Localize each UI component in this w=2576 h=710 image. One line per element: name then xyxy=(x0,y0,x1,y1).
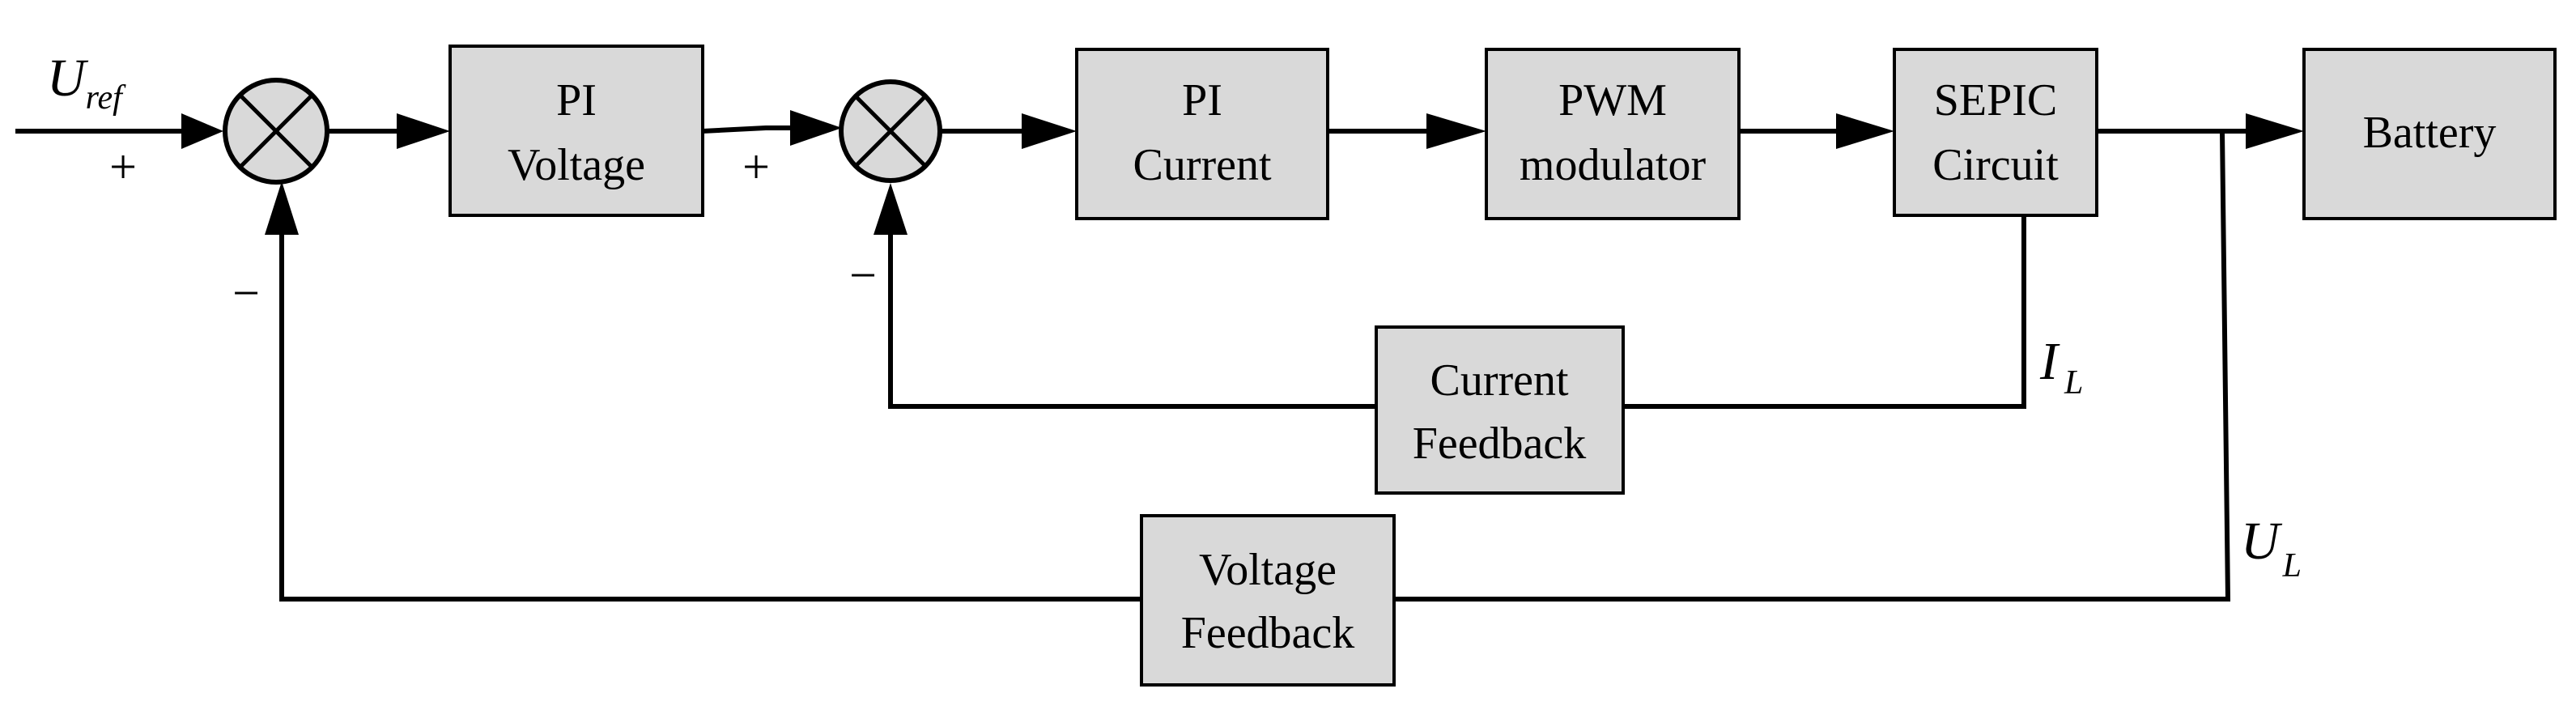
sepic-line2: Circuit xyxy=(1932,140,2059,190)
arrowhead-into-pwm xyxy=(1426,113,1486,149)
inner-plus-sign: + xyxy=(742,140,770,193)
sepic-line1: SEPIC xyxy=(1934,75,2058,125)
summing-junction-inner xyxy=(839,79,942,183)
pi-voltage-line1: PI xyxy=(556,75,597,125)
current-feedback-loop-wire xyxy=(1621,213,2026,409)
u-l-sub: L xyxy=(2282,547,2302,585)
current-feedback-return-wire xyxy=(888,232,1379,409)
battery-block: Battery xyxy=(2302,48,2557,220)
arrowhead-into-sepic xyxy=(1836,113,1894,149)
arrowhead-into-pi-current xyxy=(1022,113,1077,149)
current-feedback-block: Current Feedback xyxy=(1375,325,1625,495)
arrowhead-into-pi-voltage xyxy=(397,113,450,149)
i-l-main: I xyxy=(2039,332,2060,391)
outer-plus-sign: + xyxy=(109,140,137,193)
battery-label: Battery xyxy=(2363,108,2497,158)
voltage-feedback-loop-wire xyxy=(1392,128,2231,602)
sepic-circuit-block: SEPIC Circuit xyxy=(1893,48,2098,217)
u-ref-main: U xyxy=(47,49,89,108)
pi-current-block: PI Current xyxy=(1075,48,1329,220)
pi-voltage-line2: Voltage xyxy=(508,140,645,190)
arrowhead-voltage-feedback-into-sum1 xyxy=(265,181,299,235)
arrowhead-into-sum2 xyxy=(790,110,842,146)
summing-junction-outer xyxy=(223,78,329,185)
arrowhead-current-feedback-into-sum2 xyxy=(874,183,908,235)
pi-voltage-to-sum2-wire xyxy=(699,125,800,134)
outer-minus-sign: − xyxy=(232,266,260,320)
voltage-feedback-line1: Voltage xyxy=(1199,545,1337,595)
voltage-feedback-return-wire xyxy=(279,232,1144,602)
current-feedback-line1: Current xyxy=(1430,355,1569,406)
signal-wires xyxy=(15,125,2253,602)
current-feedback-line2: Feedback xyxy=(1413,419,1587,469)
u-ref-label: Uref xyxy=(47,49,126,117)
pi-current-line1: PI xyxy=(1182,75,1222,125)
pwm-line2: modulator xyxy=(1520,140,1707,190)
pwm-modulator-block: PWM modulator xyxy=(1485,48,1741,220)
voltage-feedback-line2: Feedback xyxy=(1181,608,1355,658)
pi-current-line2: Current xyxy=(1133,140,1272,190)
voltage-feedback-block: Voltage Feedback xyxy=(1140,514,1396,687)
u-l-main: U xyxy=(2241,512,2283,571)
arrowhead-into-sum1 xyxy=(181,113,223,149)
pwm-line1: PWM xyxy=(1558,75,1667,125)
arrowheads xyxy=(181,110,2304,235)
u-l-label: UL xyxy=(2241,512,2302,585)
pi-voltage-block: PI Voltage xyxy=(448,45,704,217)
arrowhead-into-battery xyxy=(2246,113,2304,149)
inner-minus-sign: − xyxy=(849,249,877,302)
i-l-sub: L xyxy=(2064,364,2083,402)
u-ref-sub: ref xyxy=(86,79,126,117)
